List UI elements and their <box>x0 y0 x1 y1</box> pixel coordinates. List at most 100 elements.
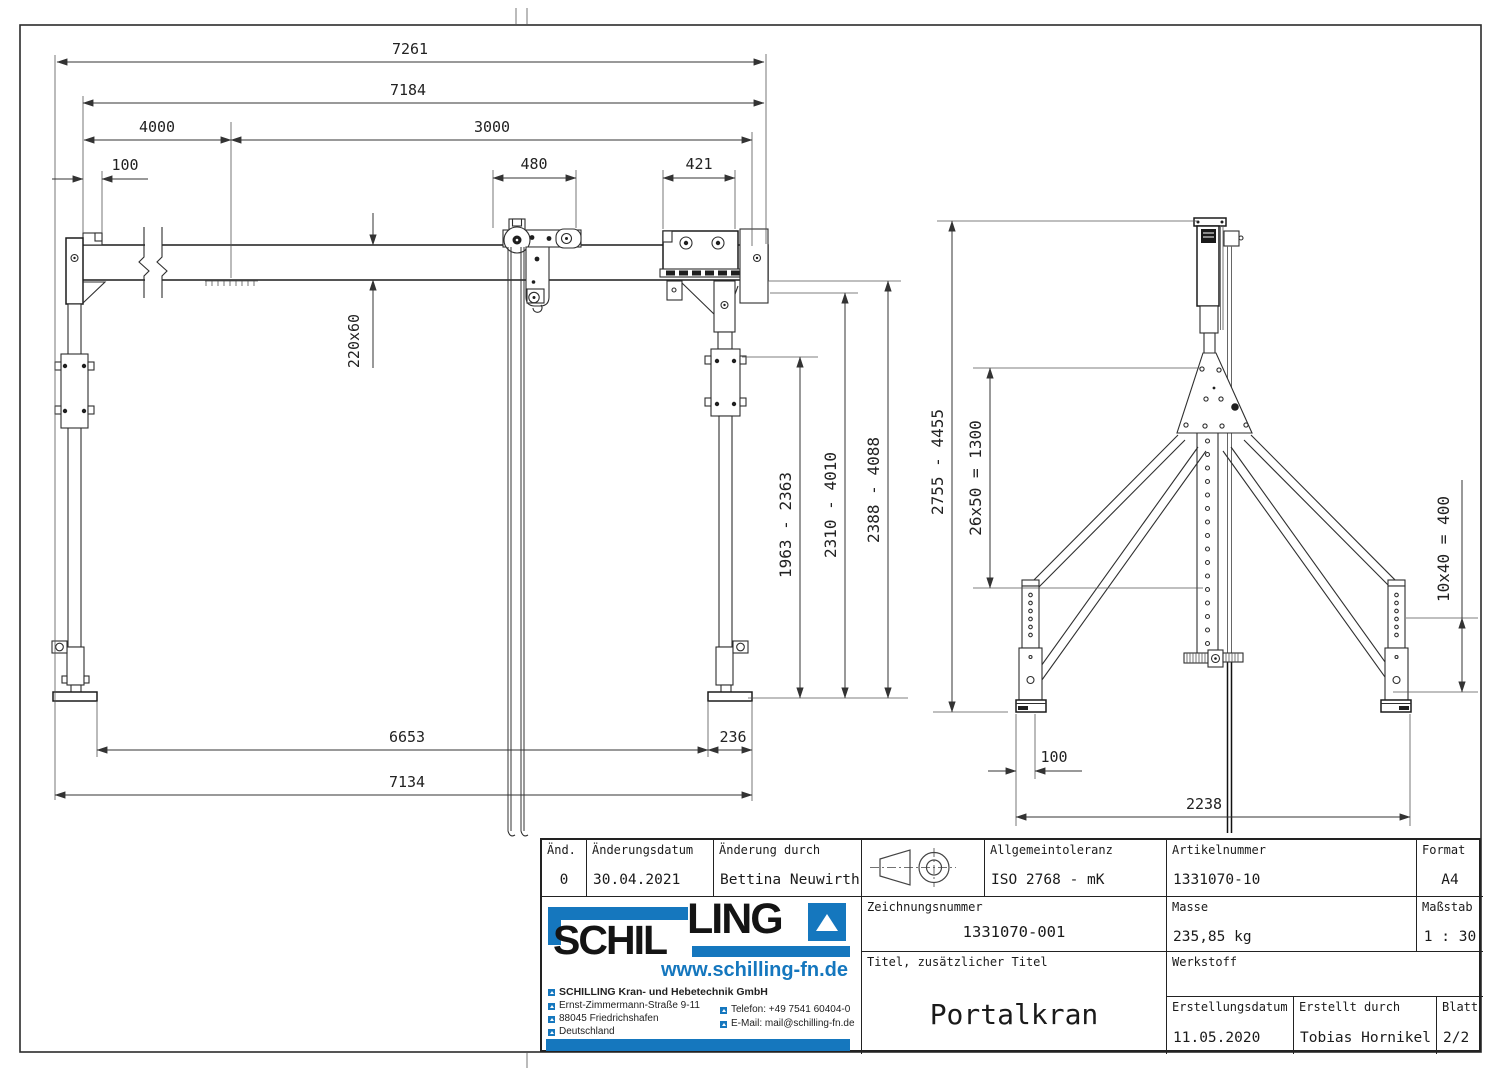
value-title: Portalkran <box>929 998 1099 1031</box>
cell-change-date: Änderungsdatum 30.04.2021 <box>587 840 714 897</box>
dim-offset-left: 100 <box>111 156 138 174</box>
value-scale: 1 : 30 <box>1423 929 1477 945</box>
side-extension-lines <box>933 220 1478 826</box>
value-mass: 235,85 kg <box>1173 929 1252 945</box>
logo-phone: Telefon: +49 7541 60404-0 <box>731 1004 851 1015</box>
dim-base-depth: 2238 <box>1186 795 1222 813</box>
side-view: 2755 - 4455 26x50 = 1300 100 2238 10x40 … <box>928 217 1478 833</box>
mast <box>1176 217 1253 833</box>
label-format: Format <box>1422 843 1466 857</box>
logo-wordmark-left: SCHIL <box>553 917 668 963</box>
value-format: A4 <box>1441 872 1459 888</box>
bullet-icon <box>720 1021 727 1028</box>
dim-height-range: 2755 - 4455 <box>928 409 947 515</box>
dim-total-width-top: 7261 <box>392 40 428 58</box>
cell-article-no: Artikelnummer 1331070-10 <box>1167 840 1417 897</box>
page-border <box>19 8 1482 1068</box>
side-braces <box>1020 434 1409 699</box>
cell-scale: Maßstab 1 : 30 <box>1417 897 1483 952</box>
logo-underline-bar <box>692 946 850 957</box>
dim-base-width: 7134 <box>389 773 425 791</box>
logo-bottom-bar <box>546 1039 850 1051</box>
dim-leg-hole-pattern: 10x40 = 400 <box>1434 496 1453 602</box>
bullet-icon <box>548 1016 555 1023</box>
value-article-no: 1331070-10 <box>1173 872 1261 888</box>
side-left-foot <box>1015 579 1047 713</box>
mast-holes <box>1204 438 1211 647</box>
cell-drawing-no: Zeichnungsnummer 1331070-001 <box>862 897 1167 952</box>
mast-clamp <box>1183 649 1244 668</box>
front-view: 7261 7184 4000 3000 100 480 421 220x60 1… <box>51 40 908 837</box>
logo-bracket-stub <box>548 907 561 945</box>
label-mass: Masse <box>1172 900 1209 914</box>
label-tolerance: Allgemeintoleranz <box>990 843 1113 857</box>
bullet-icon <box>548 1003 555 1010</box>
front-dimensions: 7261 7184 4000 3000 100 480 421 220x60 1… <box>52 40 892 799</box>
value-created-by: Tobias Hornikel <box>1300 1030 1431 1046</box>
logo-address-line2: 88045 Friedrichshafen <box>559 1013 659 1024</box>
cell-format: Format A4 <box>1417 840 1483 897</box>
logo-company: SCHILLING Kran- und Hebetechnik GmbH <box>559 986 768 998</box>
logo-cell: SCHIL LING www.schilling-fn.de SCHILLING… <box>542 897 862 1054</box>
label-aend: Änd. <box>547 843 576 857</box>
bullet-icon <box>548 1029 555 1036</box>
value-tolerance: ISO 2768 - mK <box>991 872 1105 888</box>
title-block: Änd. 0 Änderungsdatum 30.04.2021 Änderun… <box>540 838 1483 1054</box>
right-leg <box>659 228 769 702</box>
cell-created-date: Erstellungsdatum 11.05.2020 <box>1167 997 1294 1054</box>
chain <box>1226 246 1233 833</box>
dim-underside-height: 2388 - 4088 <box>864 437 883 543</box>
cell-projection-symbol <box>862 840 985 897</box>
logo-bracket-bar <box>548 907 688 920</box>
label-change-date: Änderungsdatum <box>592 843 694 857</box>
main-beam <box>81 227 769 298</box>
cell-created-by: Erstellt durch Tobias Hornikel <box>1294 997 1437 1054</box>
dim-inner-span: 6653 <box>389 728 425 746</box>
cell-tolerance: Allgemeintoleranz ISO 2768 - mK <box>985 840 1167 897</box>
label-sheet: Blatt <box>1442 1000 1479 1014</box>
cell-aend: Änd. 0 <box>542 840 587 897</box>
first-angle-projection-icon <box>870 848 956 887</box>
dim-beam-width: 7184 <box>390 81 426 99</box>
dim-clear-height: 2310 - 4010 <box>821 452 840 558</box>
bullet-icon <box>720 1007 727 1014</box>
side-right-foot <box>1380 579 1412 713</box>
label-article-no: Artikelnummer <box>1172 843 1266 857</box>
logo-wordmark-right: LING <box>687 897 784 943</box>
cell-mass: Masse 235,85 kg <box>1167 897 1417 952</box>
label-title: Titel, zusätzlicher Titel <box>867 955 1048 969</box>
cell-sheet: Blatt 2/2 <box>1437 997 1483 1054</box>
logo-email[interactable]: E-Mail: mail@schilling-fn.de <box>731 1018 855 1029</box>
front-extension-lines <box>54 54 908 801</box>
dim-trolley-width: 480 <box>520 155 547 173</box>
value-aend: 0 <box>559 872 569 888</box>
cell-title: Titel, zusätzlicher Titel Portalkran <box>862 952 1167 1054</box>
dim-span-left: 4000 <box>139 118 175 136</box>
dim-hook-range: 1963 - 2363 <box>776 472 795 578</box>
hoist-cables <box>507 247 529 837</box>
dim-foot-width: 236 <box>719 728 746 746</box>
value-change-date: 30.04.2021 <box>593 872 681 888</box>
side-dimensions: 2755 - 4455 26x50 = 1300 100 2238 10x40 … <box>928 220 1466 821</box>
logo-triangle-icon <box>808 903 846 941</box>
value-drawing-no: 1331070-001 <box>962 923 1066 941</box>
logo-website[interactable]: www.schilling-fn.de <box>660 959 848 981</box>
label-created-by: Erstellt durch <box>1299 1000 1401 1014</box>
dim-mast-hole-pattern: 26x50 = 1300 <box>966 420 985 536</box>
dim-span-right: 3000 <box>474 118 510 136</box>
bullet-icon <box>548 989 555 996</box>
trolley <box>502 218 582 837</box>
label-created-date: Erstellungsdatum <box>1172 1000 1288 1014</box>
value-sheet: 2/2 <box>1443 1030 1470 1046</box>
dim-side-foot-offset: 100 <box>1040 748 1067 766</box>
value-created-date: 11.05.2020 <box>1173 1030 1261 1046</box>
cell-changed-by: Änderung durch Bettina Neuwirth <box>714 840 862 897</box>
logo-address-line3: Deutschland <box>559 1026 615 1037</box>
value-changed-by: Bettina Neuwirth <box>720 872 860 888</box>
cell-material: Werkstoff <box>1167 952 1483 997</box>
dim-beam-section: 220x60 <box>345 314 363 368</box>
label-scale: Maßstab <box>1422 900 1473 914</box>
label-changed-by: Änderung durch <box>719 843 821 857</box>
